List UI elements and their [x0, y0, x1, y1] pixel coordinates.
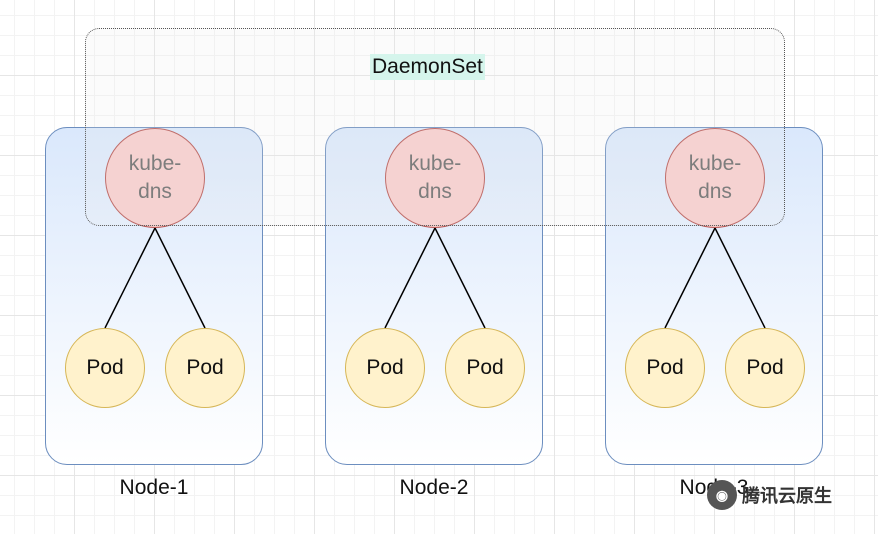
- node-1-label: Node-1: [119, 476, 189, 499]
- link-node-3-pod-1: [664, 227, 716, 329]
- kube-dns-label: kube- dns: [408, 152, 462, 203]
- link-node-2-pod-1: [384, 227, 436, 329]
- kube-dns-label: kube- dns: [128, 152, 182, 203]
- pod-label: Pod: [366, 356, 404, 379]
- daemonset-label: DaemonSet: [370, 54, 485, 80]
- link-node-2-pod-2: [434, 227, 486, 329]
- node-2-label: Node-2: [399, 476, 469, 499]
- kube-dns-label: kube- dns: [688, 152, 742, 203]
- pod-label: Pod: [86, 356, 124, 379]
- link-node-1-pod-1: [104, 227, 156, 329]
- link-node-1-pod-2: [154, 227, 206, 329]
- pod-node-2-b: Pod: [445, 328, 525, 408]
- pod-label: Pod: [646, 356, 684, 379]
- pod-node-3-a: Pod: [625, 328, 705, 408]
- watermark-text: 腾讯云原生: [742, 486, 832, 506]
- pod-label: Pod: [746, 356, 784, 379]
- pod-node-2-a: Pod: [345, 328, 425, 408]
- kube-dns-pod-node-1: kube- dns: [105, 128, 205, 228]
- pod-node-1-a: Pod: [65, 328, 145, 408]
- pod-node-3-b: Pod: [725, 328, 805, 408]
- pod-label: Pod: [466, 356, 504, 379]
- link-node-3-pod-2: [714, 227, 766, 329]
- kube-dns-pod-node-3: kube- dns: [665, 128, 765, 228]
- kube-dns-pod-node-2: kube- dns: [385, 128, 485, 228]
- pod-node-1-b: Pod: [165, 328, 245, 408]
- watermark: ◉ 腾讯云原生: [707, 480, 832, 510]
- wechat-icon: ◉: [707, 480, 737, 510]
- pod-label: Pod: [186, 356, 224, 379]
